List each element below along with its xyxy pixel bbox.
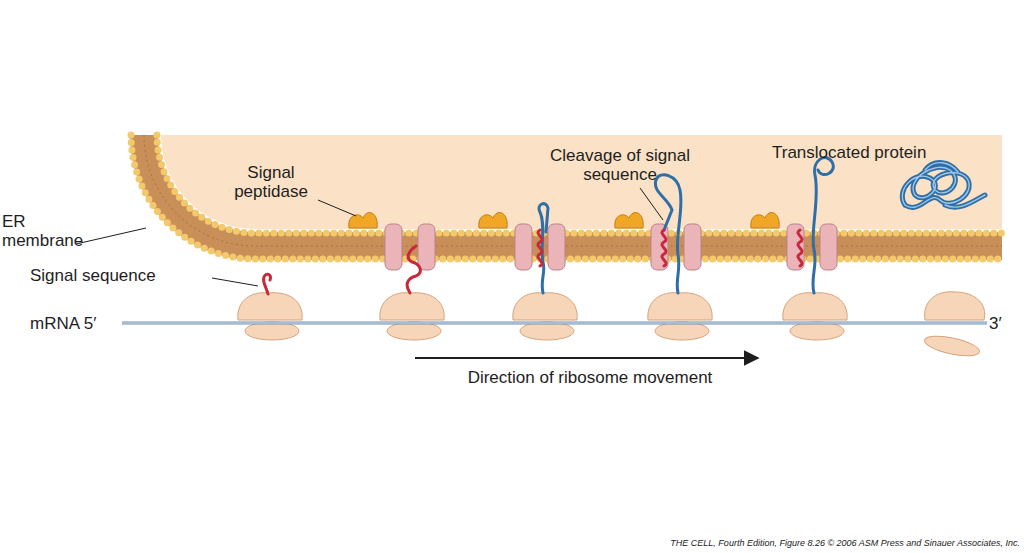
translocons — [349, 213, 837, 270]
lipid-heads-cytosol — [131, 135, 1002, 259]
large-subunit — [513, 293, 577, 320]
nascent-chain — [813, 158, 833, 293]
direction-arrow — [415, 357, 758, 359]
nascent-chain — [655, 175, 681, 293]
translocon-half — [787, 224, 804, 270]
part-label: mRNA 5′ — [30, 314, 130, 333]
signal-peptidase — [479, 213, 507, 228]
leader-line — [212, 278, 258, 286]
polypeptide-chains — [263, 158, 833, 294]
large-subunit — [380, 293, 444, 320]
small-subunit — [655, 322, 709, 340]
part-label: 3′ — [989, 314, 1019, 333]
part-label: Direction of ribosome movement — [395, 368, 785, 387]
part-label: Translocated protein — [772, 143, 1002, 162]
large-subunit — [783, 293, 847, 320]
large-subunit — [648, 293, 712, 320]
leader-line — [640, 188, 663, 220]
translocon-half — [515, 224, 532, 270]
lipid-tail-texture — [144, 135, 1002, 246]
part-label: Signal peptidase — [212, 163, 330, 201]
leader-line — [318, 200, 356, 216]
signal-peptidase — [751, 213, 779, 228]
ribosomes — [238, 292, 985, 360]
translocon-half — [418, 224, 435, 270]
translocated-protein — [902, 163, 985, 208]
translocon-half — [820, 224, 837, 270]
small-subunit — [790, 322, 844, 340]
translocated-protein-highlight — [902, 163, 985, 208]
small-subunit — [520, 322, 574, 340]
translocon-half — [385, 224, 402, 270]
signal-sequence — [662, 230, 666, 266]
er-lumen — [161, 135, 1002, 229]
signal-sequence — [538, 230, 542, 266]
signal-sequence — [798, 230, 802, 266]
signal-sequence — [263, 274, 270, 294]
small-subunit — [245, 322, 299, 340]
part-label: Cleavage of signal sequence — [515, 146, 725, 184]
released-large-subunit — [925, 292, 985, 320]
translocon-half — [548, 224, 565, 270]
part-label: Signal sequence — [30, 266, 220, 285]
copyright-note: THE CELL, Fourth Edition, Figure 8.26 © … — [560, 538, 1020, 549]
large-subunit — [238, 293, 302, 320]
mrna-strand — [122, 322, 987, 325]
mrna-highlight — [122, 323, 987, 324]
translocon-half — [684, 224, 701, 270]
signal-sequence — [407, 246, 420, 293]
released-small-subunit — [923, 332, 981, 359]
part-label: ER membrane — [2, 212, 92, 250]
leader-line — [76, 228, 146, 244]
signal-peptidase — [615, 213, 643, 228]
lipid-heads-lumen — [157, 135, 1002, 233]
small-subunit — [387, 322, 441, 340]
lipid-tails — [144, 135, 1002, 246]
translocon-half — [651, 224, 668, 270]
